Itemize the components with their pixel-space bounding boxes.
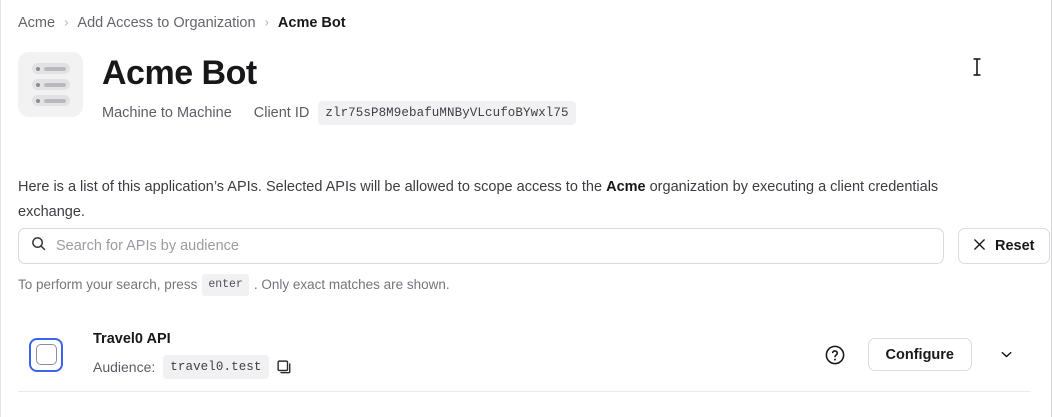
description-emphasis: Acme bbox=[606, 178, 646, 195]
api-audience-value: travel0.test bbox=[163, 355, 269, 379]
search-hint: To perform your search, press enter . On… bbox=[18, 274, 450, 296]
api-info: Travel0 API Audience: travel0.test bbox=[93, 330, 824, 379]
checkbox-box bbox=[35, 344, 57, 365]
application-header-text: Acme Bot Machine to Machine Client ID zl… bbox=[102, 52, 576, 125]
rack-row bbox=[31, 95, 70, 106]
breadcrumb-item-acme[interactable]: Acme bbox=[18, 15, 56, 31]
page-title: Acme Bot bbox=[102, 54, 257, 92]
description-text: Here is a list of this application’s API… bbox=[18, 175, 983, 225]
breadcrumb: Acme › Add Access to Organization › Acme… bbox=[18, 14, 346, 32]
configure-button[interactable]: Configure bbox=[867, 338, 972, 371]
breadcrumb-separator-icon: › bbox=[264, 14, 269, 30]
api-actions: Configure bbox=[824, 338, 1031, 371]
application-header: Acme Bot Machine to Machine Client ID zl… bbox=[18, 52, 576, 125]
copy-icon[interactable] bbox=[276, 359, 292, 375]
search-box[interactable] bbox=[18, 228, 944, 264]
reset-button-label: Reset bbox=[995, 238, 1035, 254]
rack-row bbox=[31, 79, 70, 90]
description-part-1: Here is a list of this application’s API… bbox=[18, 178, 607, 195]
help-circle-icon[interactable] bbox=[824, 344, 846, 366]
api-select-checkbox[interactable] bbox=[29, 337, 63, 372]
application-meta: Machine to Machine Client ID zlr75sP8M9e… bbox=[102, 101, 576, 125]
search-hint-part-1: To perform your search, press bbox=[18, 277, 198, 292]
rack-dot bbox=[35, 82, 40, 87]
breadcrumb-item-current: Acme Bot bbox=[277, 15, 346, 31]
rack-dot bbox=[35, 98, 40, 103]
client-id-value[interactable]: zlr75sP8M9ebafuMNByVLcufoBYwxl75 bbox=[318, 101, 576, 125]
enter-key-chip: enter bbox=[202, 274, 249, 296]
chevron-down-icon[interactable] bbox=[994, 346, 1019, 363]
api-audience: Audience: travel0.test bbox=[93, 355, 824, 379]
client-id-label: Client ID bbox=[253, 105, 310, 121]
close-icon bbox=[973, 238, 986, 255]
breadcrumb-item-add-access[interactable]: Add Access to Organization bbox=[77, 15, 256, 31]
breadcrumb-separator-icon: › bbox=[64, 14, 69, 30]
rack-bar bbox=[43, 66, 66, 71]
client-id-group: Client ID zlr75sP8M9ebafuMNByVLcufoBYwxl… bbox=[254, 101, 576, 125]
rack-bar bbox=[43, 98, 66, 103]
search-icon bbox=[31, 236, 46, 256]
text-cursor bbox=[972, 57, 982, 77]
rack-dot bbox=[35, 66, 40, 71]
description-part-2: organization by executing a client crede… bbox=[18, 178, 939, 220]
search-input[interactable] bbox=[56, 238, 931, 254]
rack-bar bbox=[43, 82, 66, 87]
reset-button[interactable]: Reset bbox=[958, 228, 1050, 264]
search-row: Reset bbox=[18, 228, 1050, 264]
table-row[interactable]: Travel0 API Audience: travel0.test bbox=[18, 318, 1031, 392]
rack-row bbox=[31, 63, 70, 74]
application-type-label: Machine to Machine bbox=[102, 105, 232, 121]
api-audience-label: Audience: bbox=[93, 359, 156, 375]
server-rack-icon bbox=[18, 52, 83, 117]
search-hint-part-2: . Only exact matches are shown. bbox=[253, 277, 450, 292]
api-name: Travel0 API bbox=[93, 331, 171, 347]
